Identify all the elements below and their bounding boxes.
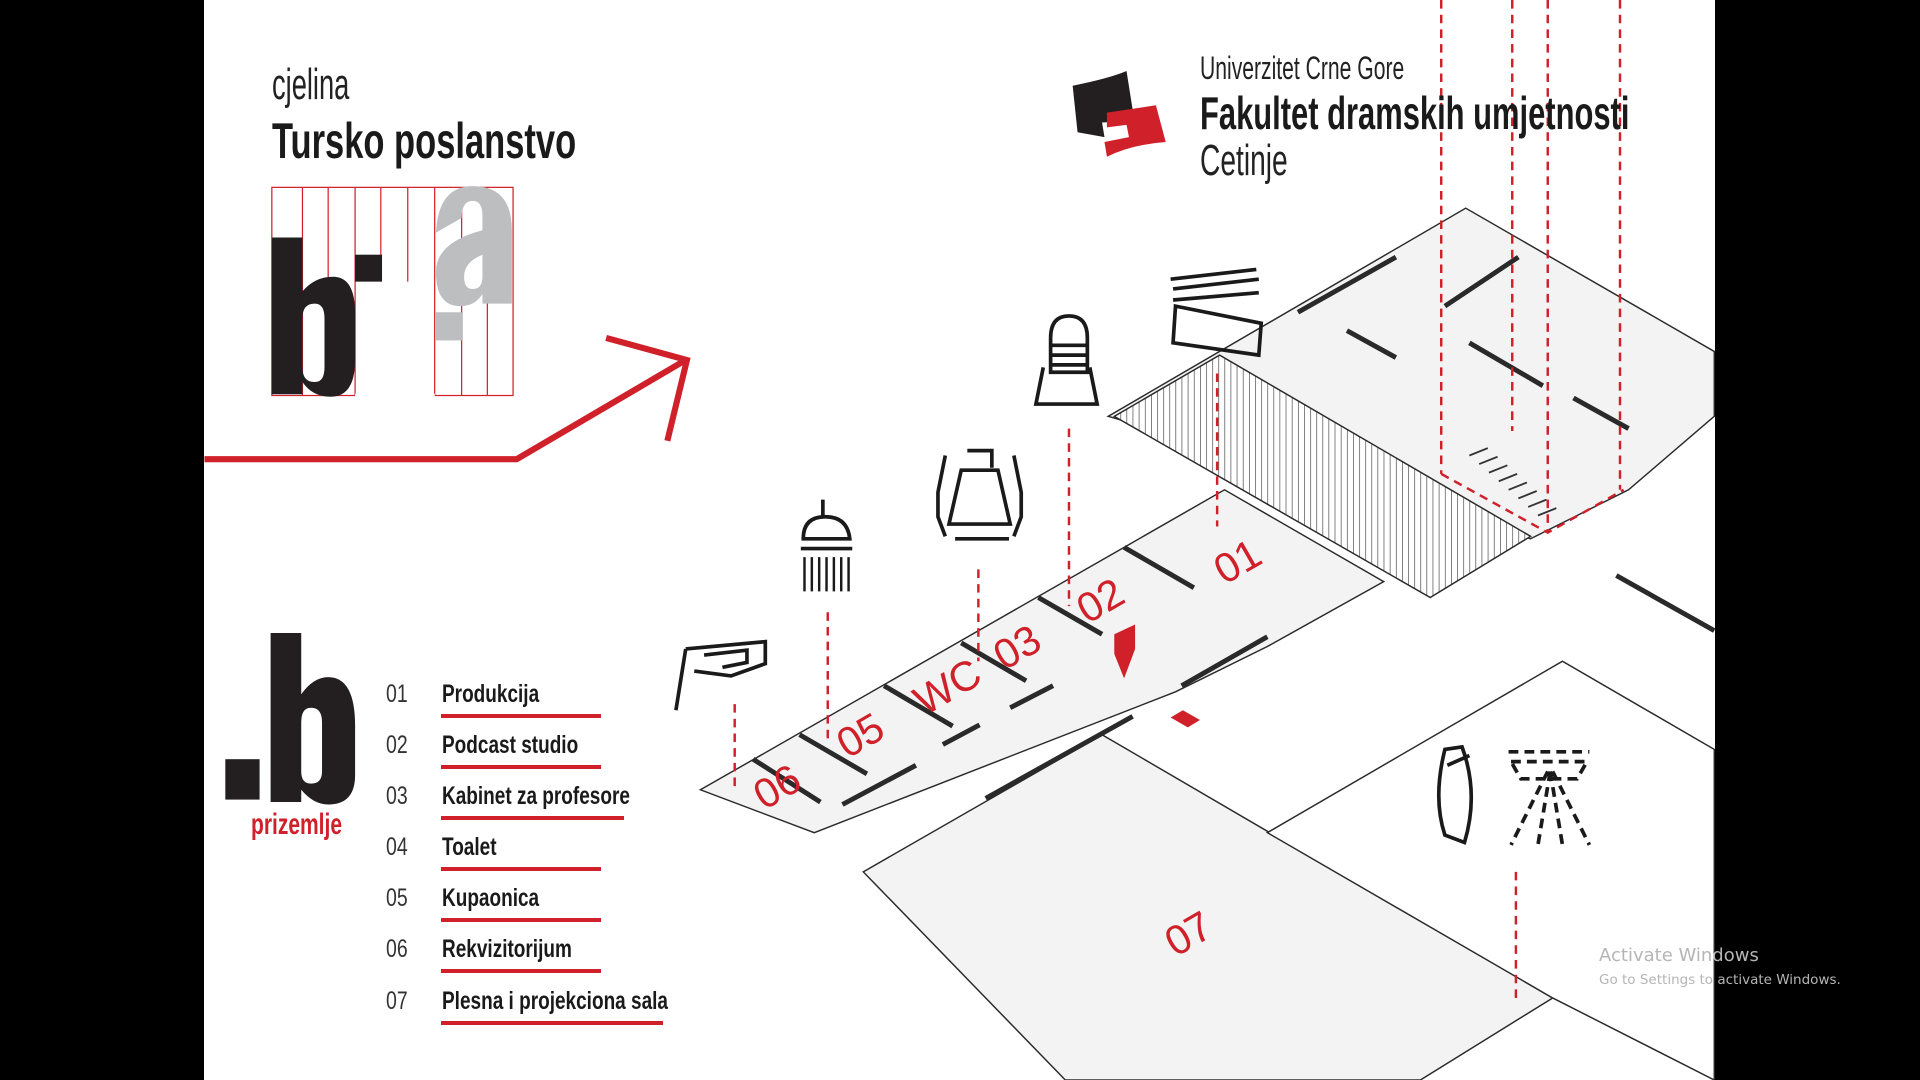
meeting-table-icon (936, 448, 1024, 541)
legend-underline (441, 1021, 663, 1025)
legend-underline (441, 714, 601, 718)
legend-number: 04 (386, 833, 408, 861)
arrow-graphic (204, 335, 691, 463)
legend-label: Plesna i projekciona sala (442, 987, 669, 1015)
floor-name: prizemlje (251, 808, 343, 841)
room-dividers (751, 255, 1716, 807)
legend-underline (441, 918, 601, 922)
legend-number: 03 (386, 782, 408, 810)
university-logo (1072, 71, 1166, 157)
legend-label: Kabinet za profesore (442, 782, 630, 810)
university-name: Univerzitet Crne Gore (1200, 50, 1405, 86)
microphone-icon (1033, 314, 1100, 406)
ballet-shoe-icon (1436, 744, 1474, 845)
ba-logo (271, 186, 514, 398)
location-pin-icon (1114, 624, 1200, 728)
projector-icon (1507, 750, 1592, 846)
building-walls (698, 207, 1716, 1080)
city-name: Cetinje (1200, 136, 1288, 185)
legend-number: 05 (386, 884, 408, 912)
legend-number: 01 (386, 680, 408, 708)
legend-underline (441, 867, 601, 871)
legend-number: 06 (386, 935, 408, 963)
legend-label: Kupaonica (442, 884, 540, 912)
section-title: Tursko poslanstvo (272, 113, 577, 169)
legend-underline (441, 816, 624, 820)
section-subtitle: cjelina (272, 60, 350, 109)
legend-number: 07 (386, 987, 408, 1015)
clapperboard-icon (1170, 267, 1264, 358)
legend-label: Podcast studio (442, 731, 579, 759)
leader-lines (733, 0, 1625, 998)
legend-label: Produkcija (442, 680, 540, 708)
floor-mark (225, 633, 356, 805)
props-mask-icon (674, 639, 768, 711)
shower-icon (800, 499, 853, 592)
faculty-name: Fakultet dramskih umjetnosti (1200, 87, 1630, 139)
legend-number: 02 (386, 731, 408, 759)
stairs (1469, 447, 1557, 517)
legend-label: Toalet (442, 833, 497, 861)
legend-underline (441, 969, 601, 973)
legend-underline (441, 765, 601, 769)
activate-windows-title: Activate Windows (1599, 945, 1759, 966)
legend-label: Rekvizitorijum (442, 935, 572, 963)
activate-windows-subtitle: Go to Settings to activate Windows. (1599, 972, 1841, 988)
